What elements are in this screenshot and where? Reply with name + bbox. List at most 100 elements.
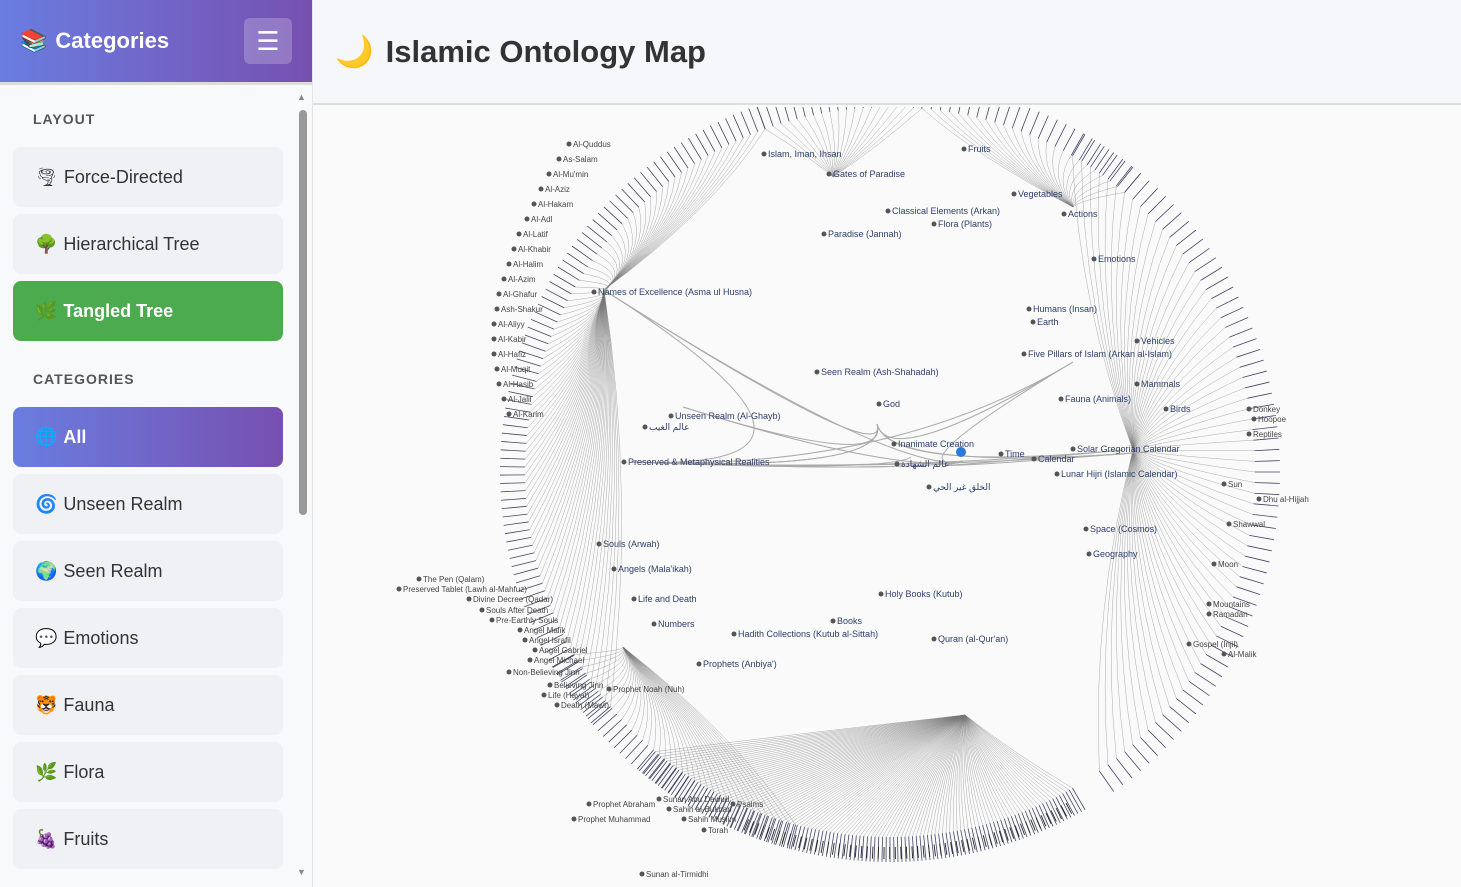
graph-node[interactable] bbox=[522, 637, 528, 643]
graph-node[interactable] bbox=[696, 661, 702, 667]
graph-node[interactable] bbox=[606, 686, 612, 692]
graph-node[interactable] bbox=[730, 801, 736, 807]
graph-node[interactable] bbox=[651, 621, 657, 627]
graph-node[interactable] bbox=[1070, 446, 1076, 452]
graph-node[interactable] bbox=[1091, 256, 1097, 262]
graph-node[interactable] bbox=[1163, 406, 1169, 412]
category-all[interactable]: 🌐All bbox=[13, 407, 283, 467]
graph-node[interactable] bbox=[1206, 601, 1212, 607]
graph-node[interactable] bbox=[591, 289, 597, 295]
graph-node[interactable] bbox=[541, 692, 547, 698]
graph-node[interactable] bbox=[961, 146, 967, 152]
graph-node[interactable] bbox=[1246, 431, 1252, 437]
graph-node[interactable] bbox=[1021, 351, 1027, 357]
graph-node[interactable] bbox=[814, 369, 820, 375]
graph-node[interactable] bbox=[1011, 191, 1017, 197]
graph-node[interactable] bbox=[666, 806, 672, 812]
graph-node[interactable] bbox=[1134, 381, 1140, 387]
graph-node[interactable] bbox=[761, 151, 767, 157]
graph-node[interactable] bbox=[506, 411, 512, 417]
graph-node[interactable] bbox=[1030, 319, 1036, 325]
category-unseen-realm[interactable]: 🌀Unseen Realm bbox=[13, 474, 283, 534]
graph-node[interactable] bbox=[511, 246, 517, 252]
graph-node[interactable] bbox=[931, 636, 937, 642]
graph-node[interactable] bbox=[491, 321, 497, 327]
graph-node[interactable] bbox=[531, 201, 537, 207]
graph-node[interactable] bbox=[586, 801, 592, 807]
graph-node[interactable] bbox=[516, 231, 522, 237]
category-emotions[interactable]: 💬Emotions bbox=[13, 608, 283, 668]
graph-node[interactable] bbox=[1211, 561, 1217, 567]
graph-node[interactable] bbox=[466, 596, 472, 602]
graph-node[interactable] bbox=[830, 618, 836, 624]
graph-node[interactable] bbox=[631, 596, 637, 602]
graph-node[interactable] bbox=[876, 401, 882, 407]
graph-node[interactable] bbox=[494, 306, 500, 312]
sidebar-scrollbar[interactable]: ▲ ▼ bbox=[297, 92, 309, 877]
graph-node[interactable] bbox=[566, 141, 572, 147]
graph-node[interactable] bbox=[1206, 611, 1212, 617]
graph-node[interactable] bbox=[1226, 521, 1232, 527]
scroll-down-icon[interactable]: ▼ bbox=[297, 867, 306, 877]
graph-node[interactable] bbox=[826, 171, 832, 177]
scroll-up-icon[interactable]: ▲ bbox=[297, 92, 306, 102]
graph-node[interactable] bbox=[556, 156, 562, 162]
graph-node[interactable] bbox=[479, 607, 485, 613]
graph-node[interactable] bbox=[1221, 481, 1227, 487]
graph-node[interactable] bbox=[668, 413, 674, 419]
graph-node[interactable] bbox=[571, 816, 577, 822]
graph-node[interactable] bbox=[642, 424, 648, 430]
graph-node[interactable] bbox=[681, 816, 687, 822]
scrollbar-thumb[interactable] bbox=[299, 110, 307, 515]
graph-node[interactable] bbox=[1256, 496, 1262, 502]
graph-node[interactable] bbox=[639, 871, 645, 877]
category-seen-realm[interactable]: 🌍Seen Realm bbox=[13, 541, 283, 601]
graph-node[interactable] bbox=[1031, 456, 1037, 462]
graph-node[interactable] bbox=[1134, 338, 1140, 344]
graph-node[interactable] bbox=[527, 657, 533, 663]
graph-node[interactable] bbox=[1186, 641, 1192, 647]
graph-node[interactable] bbox=[701, 827, 707, 833]
graph-node[interactable] bbox=[524, 216, 530, 222]
graph-node[interactable] bbox=[532, 647, 538, 653]
hamburger-menu-button[interactable]: ☰ bbox=[244, 18, 292, 64]
graph-node[interactable] bbox=[1251, 416, 1257, 422]
graph-node[interactable] bbox=[1026, 306, 1032, 312]
graph-node[interactable] bbox=[1083, 526, 1089, 532]
category-flora[interactable]: 🌿Flora bbox=[13, 742, 283, 802]
category-fruits[interactable]: 🍇Fruits bbox=[13, 809, 283, 869]
graph-node[interactable] bbox=[496, 381, 502, 387]
graph-node[interactable] bbox=[894, 461, 900, 467]
layout-force-directed[interactable]: 🌪Force-Directed bbox=[13, 147, 283, 207]
graph-node[interactable] bbox=[489, 617, 495, 623]
graph-node[interactable] bbox=[1246, 406, 1252, 412]
graph-node[interactable] bbox=[501, 396, 507, 402]
graph-node[interactable] bbox=[1054, 471, 1060, 477]
graph-node[interactable] bbox=[656, 796, 662, 802]
graph-node[interactable] bbox=[621, 459, 627, 465]
graph-node[interactable] bbox=[1061, 211, 1067, 217]
graph-node[interactable] bbox=[611, 566, 617, 572]
graph-node[interactable] bbox=[416, 576, 422, 582]
graph-node[interactable] bbox=[926, 484, 932, 490]
layout-tangled-tree[interactable]: 🌿Tangled Tree bbox=[13, 281, 283, 341]
category-fauna[interactable]: 🐯Fauna bbox=[13, 675, 283, 735]
graph-node[interactable] bbox=[998, 451, 1004, 457]
graph-node[interactable] bbox=[501, 276, 507, 282]
graph-node[interactable] bbox=[506, 669, 512, 675]
graph-node[interactable] bbox=[878, 591, 884, 597]
graph-node[interactable] bbox=[1086, 551, 1092, 557]
graph-node[interactable] bbox=[885, 208, 891, 214]
graph-node[interactable] bbox=[517, 627, 523, 633]
graph-node[interactable] bbox=[821, 231, 827, 237]
graph-node[interactable] bbox=[1221, 651, 1227, 657]
graph-node[interactable] bbox=[891, 441, 897, 447]
graph-node[interactable] bbox=[494, 366, 500, 372]
graph-node[interactable] bbox=[731, 631, 737, 637]
graph-node[interactable] bbox=[546, 171, 552, 177]
graph-node[interactable] bbox=[496, 291, 502, 297]
graph-node[interactable] bbox=[396, 586, 402, 592]
graph-node[interactable] bbox=[506, 261, 512, 267]
graph-node[interactable] bbox=[547, 682, 553, 688]
